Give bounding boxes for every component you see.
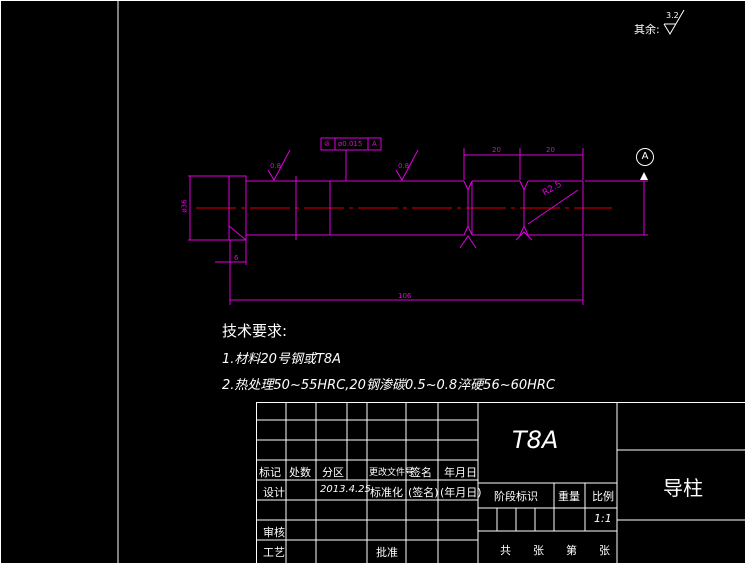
row-ymd: (年月日) [440,486,482,499]
row-stage: 阶段标识 [494,490,538,503]
scale-value: 1:1 [594,512,612,525]
tech-line-2: 2.热处理50~55HRC,20钢渗碳0.5~0.8淬硬56~60HRC [222,378,556,393]
part-name: 导柱 [663,476,703,500]
row-weight: 重量 [558,490,580,503]
roughness-note-value: 3.2 [666,11,679,20]
dim-head-dia: ø36 [180,199,189,213]
sheet-total: 共 [500,544,511,557]
sheet-no: 第 [566,544,577,557]
row-sign: (签名) [408,486,439,499]
row-review: 审核 [263,526,285,539]
sheet-unit-1: 张 [533,544,544,557]
hdr-docno: 更改文件号 [369,468,415,478]
dim-left-len: 20 [492,146,501,154]
row-scale: 比例 [592,490,614,503]
row-craft: 工艺 [263,546,285,559]
dim-small-len: 6 [234,254,239,262]
row-approve: 批准 [376,546,398,559]
tol-symbol: ⊘ [324,140,330,148]
row-design: 设计 [263,486,285,499]
tol-datum: A [372,140,377,148]
hdr-count: 处数 [289,466,311,479]
rough-value-2: 0.8 [398,162,410,170]
hdr-sign: 签名 [410,466,432,479]
title-block-lines [256,402,746,564]
roughness-symbol [663,9,685,35]
hdr-mark: 标记 [259,466,281,479]
datum-a-label: A [636,148,654,166]
dim-total-len: 106 [398,292,412,300]
roughness-note-label: 其余: [634,23,660,36]
material-label: T8A [512,426,559,454]
part-outline [228,175,584,241]
hdr-zone: 分区 [322,466,344,479]
datum-arrow [640,172,648,180]
tech-line-1: 1.材料20号钢或T8A [222,352,342,367]
hdr-date: 年月日 [444,466,477,479]
dim-right-len: 20 [546,146,555,154]
rough-value-1: 0.8 [270,162,282,170]
row-std: 标准化 [370,486,403,499]
tol-value: ø0.015 [338,140,363,148]
sheet-unit-2: 张 [599,544,610,557]
row-date: 2013.4.25 [320,484,371,495]
dimension-lines [188,137,648,305]
tech-title: 技术要求: [222,322,288,340]
